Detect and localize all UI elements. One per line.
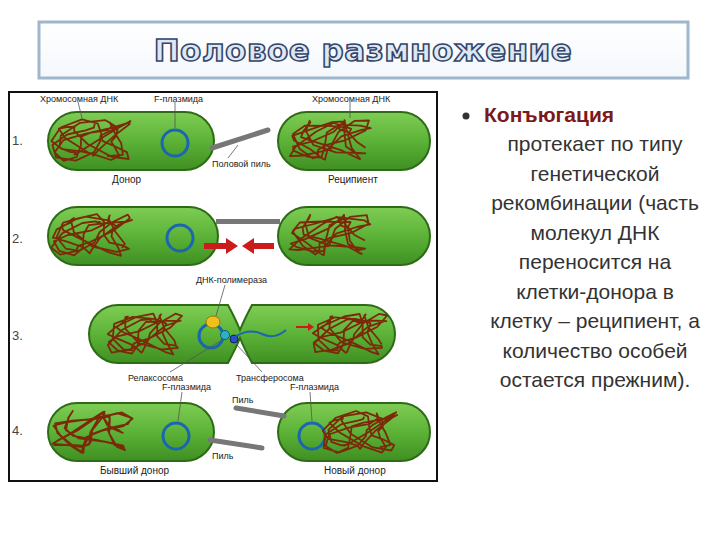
f-plasmid	[163, 423, 189, 449]
bullet-dot	[463, 113, 470, 120]
part-label: Пиль	[212, 452, 233, 461]
chromosome	[290, 120, 371, 160]
part-label: F-плазмида	[290, 383, 339, 392]
chromosome-strand	[289, 215, 370, 256]
step-number: 2.	[12, 232, 23, 245]
conjugating-cells	[89, 305, 395, 363]
chromosome	[313, 314, 387, 354]
former-donor-cell	[48, 403, 214, 461]
part-label: Хромосомная ДНК	[40, 95, 118, 104]
chromosome-strand	[290, 120, 371, 160]
pilus	[236, 408, 284, 416]
f-plasmid	[167, 225, 193, 251]
pilus	[210, 440, 262, 448]
part-label: Половой пиль	[212, 160, 271, 169]
relaxosome	[221, 331, 230, 340]
chromosome-strand	[51, 119, 130, 160]
part-label: F-плазмида	[162, 383, 211, 392]
recipient-cell	[278, 112, 430, 170]
leader-line	[78, 102, 350, 158]
chromosome	[323, 411, 398, 453]
part-label: Хромосомная ДНК	[312, 95, 390, 104]
new-donor-cell	[278, 403, 430, 461]
step-number: 1.	[12, 134, 23, 147]
part-label: Пиль	[232, 396, 253, 405]
chromosome	[51, 214, 132, 256]
f-plasmid	[162, 130, 188, 156]
step-number: 3.	[12, 329, 23, 342]
bullet-text: протекает по типу генетической рекомбина…	[484, 129, 706, 395]
chromosome-strand	[108, 314, 182, 355]
part-label: ДНК-полимераза	[196, 276, 267, 285]
pull-arrow	[242, 238, 274, 254]
sex-pilus	[212, 130, 268, 148]
dna-polymerase	[206, 316, 220, 328]
slide-title: Половое размножение	[40, 24, 686, 76]
chromosome	[53, 411, 133, 453]
cell-label: Реципиент	[328, 175, 378, 185]
transferred-strand	[236, 330, 286, 336]
bullet-heading: Конъюгация	[484, 100, 706, 129]
leader-line	[170, 285, 262, 372]
part-label: Релаксосома	[128, 374, 183, 383]
cell-label: Новый донор	[324, 466, 386, 476]
sex-pilus	[216, 219, 280, 224]
part-label: F-плазмида	[154, 95, 203, 104]
donor-cell	[48, 112, 214, 170]
recipient-cell	[278, 207, 430, 265]
cell-label: Донор	[112, 175, 141, 185]
part-label: Трансферосома	[236, 374, 304, 383]
chromosome	[51, 119, 130, 160]
step-number: 4.	[12, 424, 23, 437]
chromosome	[108, 314, 182, 355]
chromosome-strand	[323, 411, 398, 453]
chromosome	[289, 215, 370, 256]
title-frame	[39, 22, 688, 78]
transfer-arrow	[296, 323, 314, 331]
cell-label: Бывший донор	[100, 466, 169, 476]
pull-arrow	[204, 238, 238, 254]
donor-cell	[48, 207, 218, 265]
text-block: Конъюгацияпротекает по типу генетической…	[484, 100, 706, 395]
f-plasmid	[299, 423, 325, 449]
leader-line	[178, 392, 312, 421]
diagram-frame	[9, 92, 437, 481]
chromosome-strand	[313, 314, 387, 354]
chromosome-strand	[53, 411, 133, 453]
chromosome-strand	[51, 214, 132, 256]
